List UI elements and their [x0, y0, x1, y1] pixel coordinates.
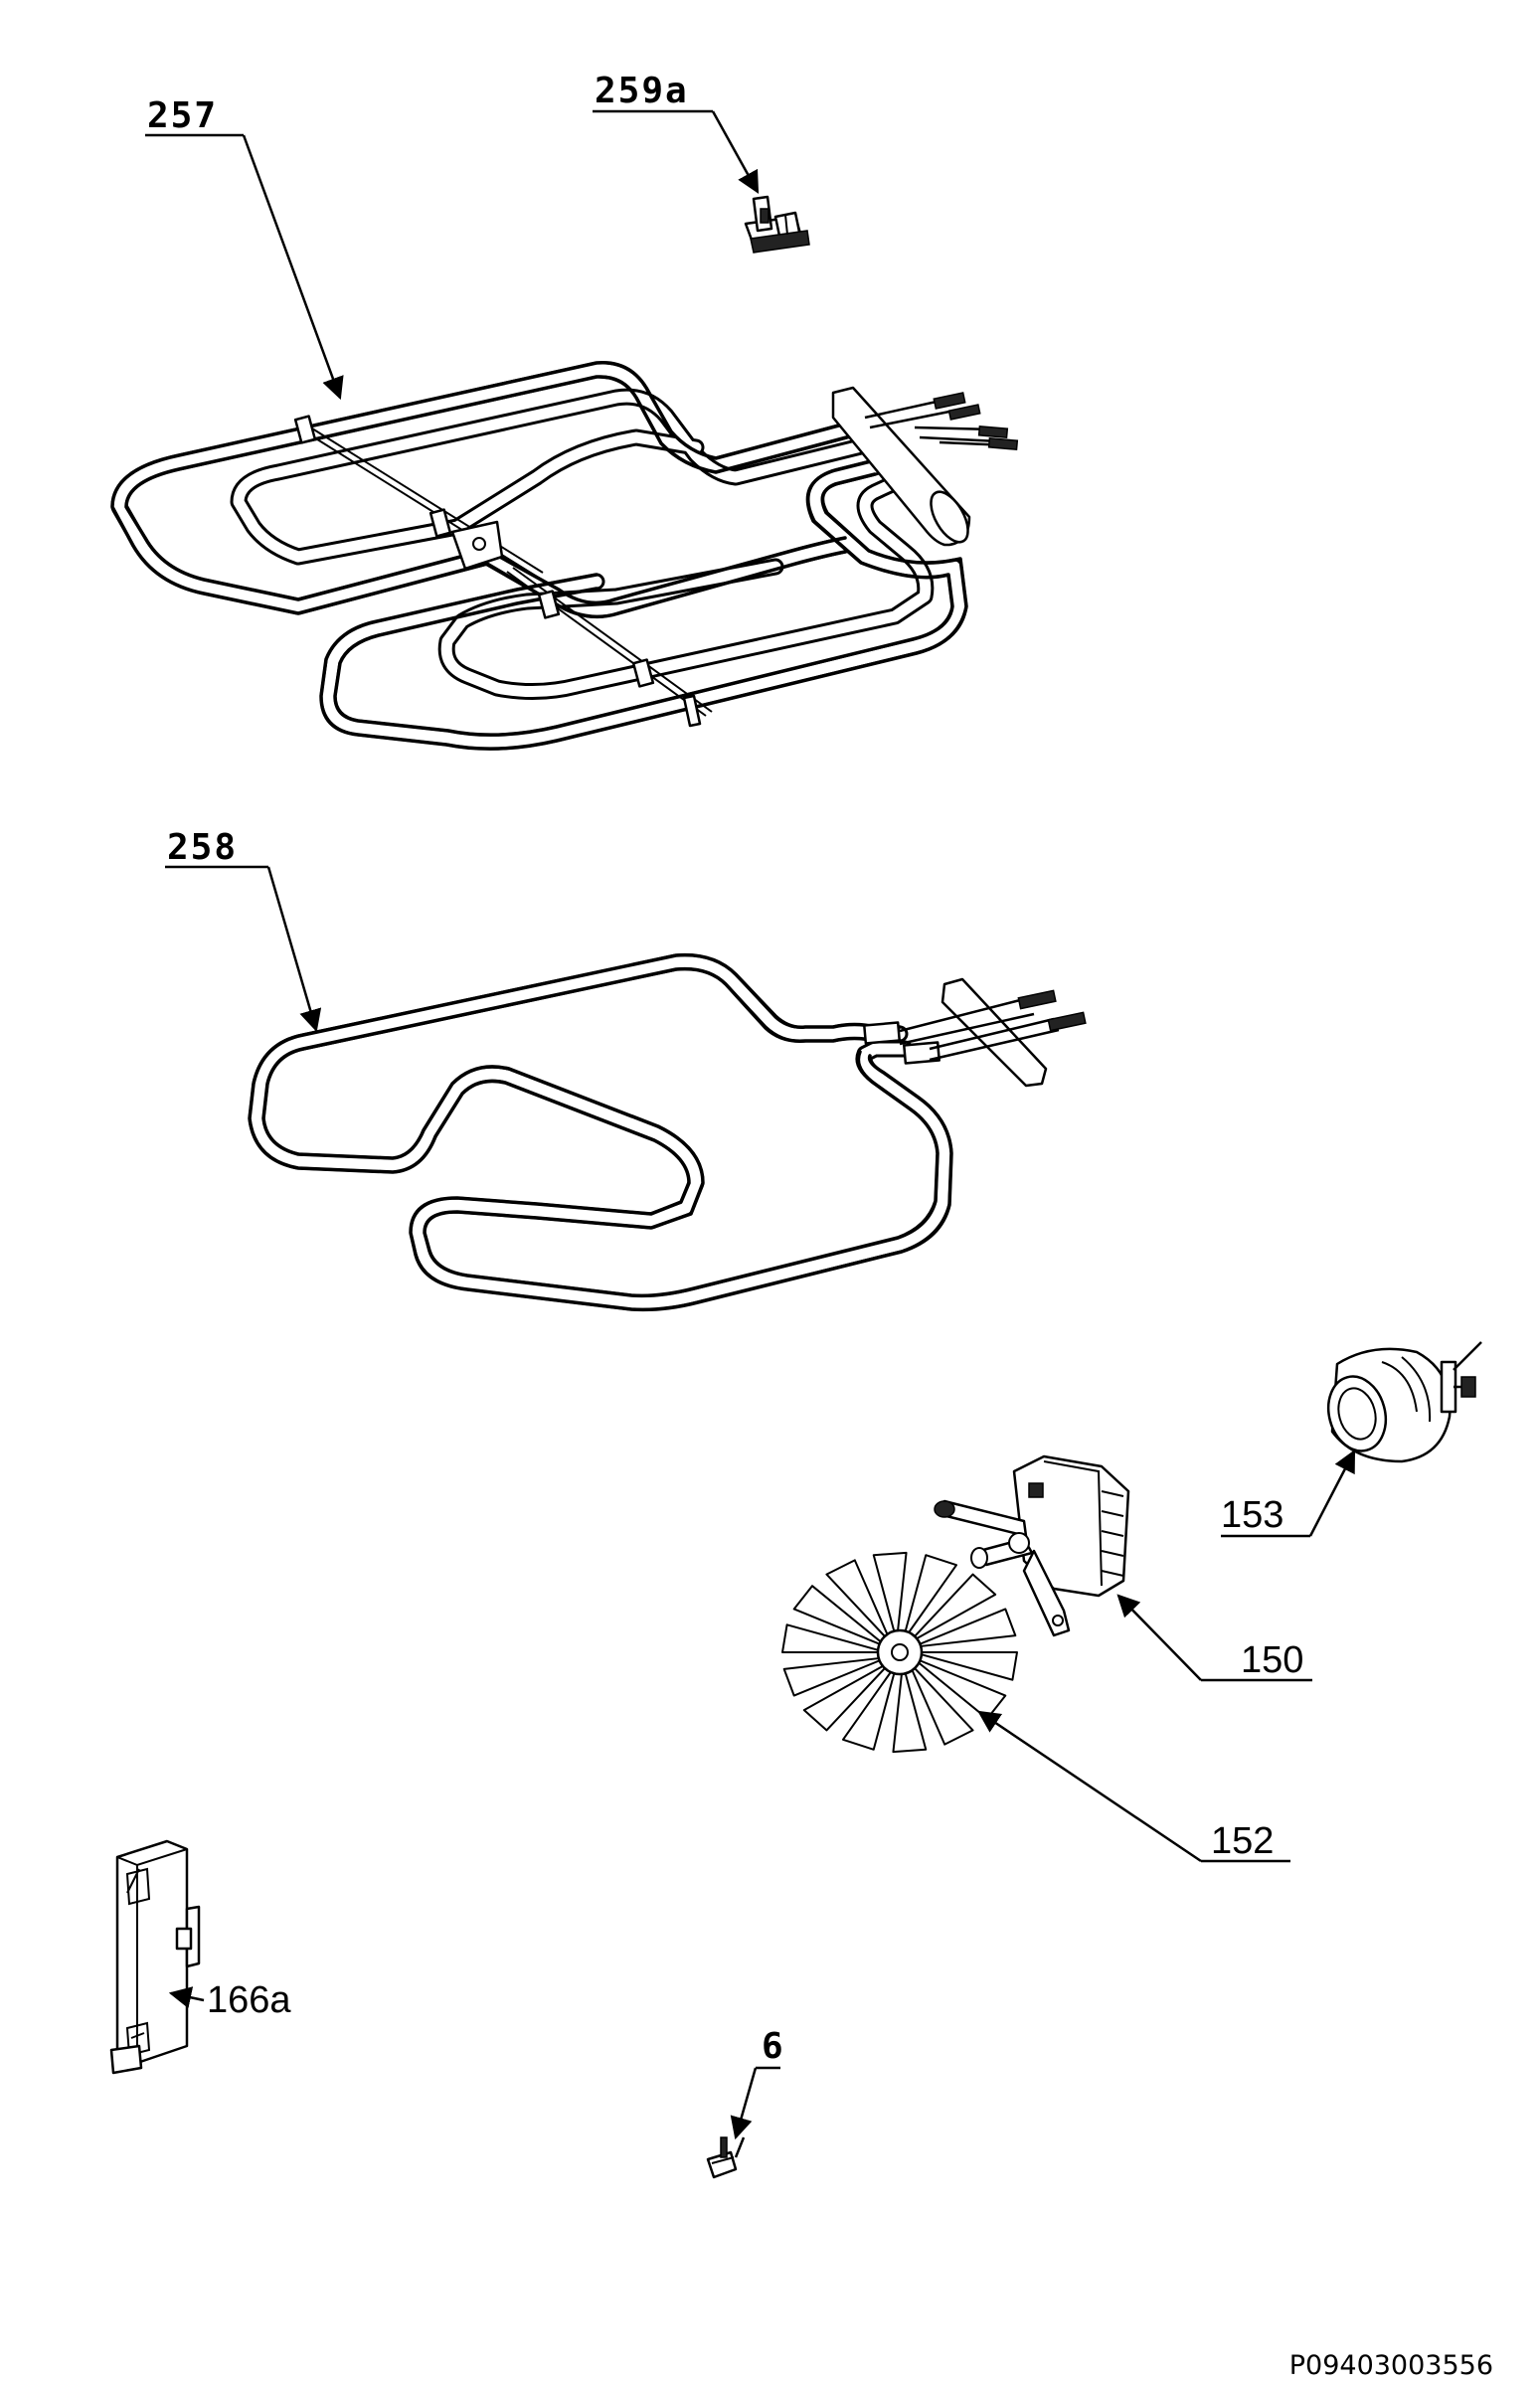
- electronic-module-part: [109, 1839, 201, 2075]
- label-257: 257: [147, 95, 218, 136]
- label-259a: 259a: [595, 71, 689, 111]
- label-258: 258: [167, 827, 238, 868]
- label-150: 150: [1241, 1639, 1303, 1681]
- grill-element-part: [110, 360, 1019, 751]
- bottom-element-part: [248, 952, 1087, 1312]
- screw-part: [706, 2136, 746, 2179]
- label-152: 152: [1211, 1820, 1274, 1862]
- fan-blade-part: [781, 1551, 1018, 1754]
- thermostat-part: [744, 195, 810, 254]
- label-166a: 166a: [207, 1979, 291, 2021]
- drawing-code: P09403003556: [1289, 2350, 1493, 2381]
- oven-lamp-part: [1326, 1341, 1482, 1463]
- fan-motor-part: [934, 1454, 1130, 1637]
- label-6: 6: [762, 2026, 785, 2067]
- label-153: 153: [1221, 1494, 1283, 1536]
